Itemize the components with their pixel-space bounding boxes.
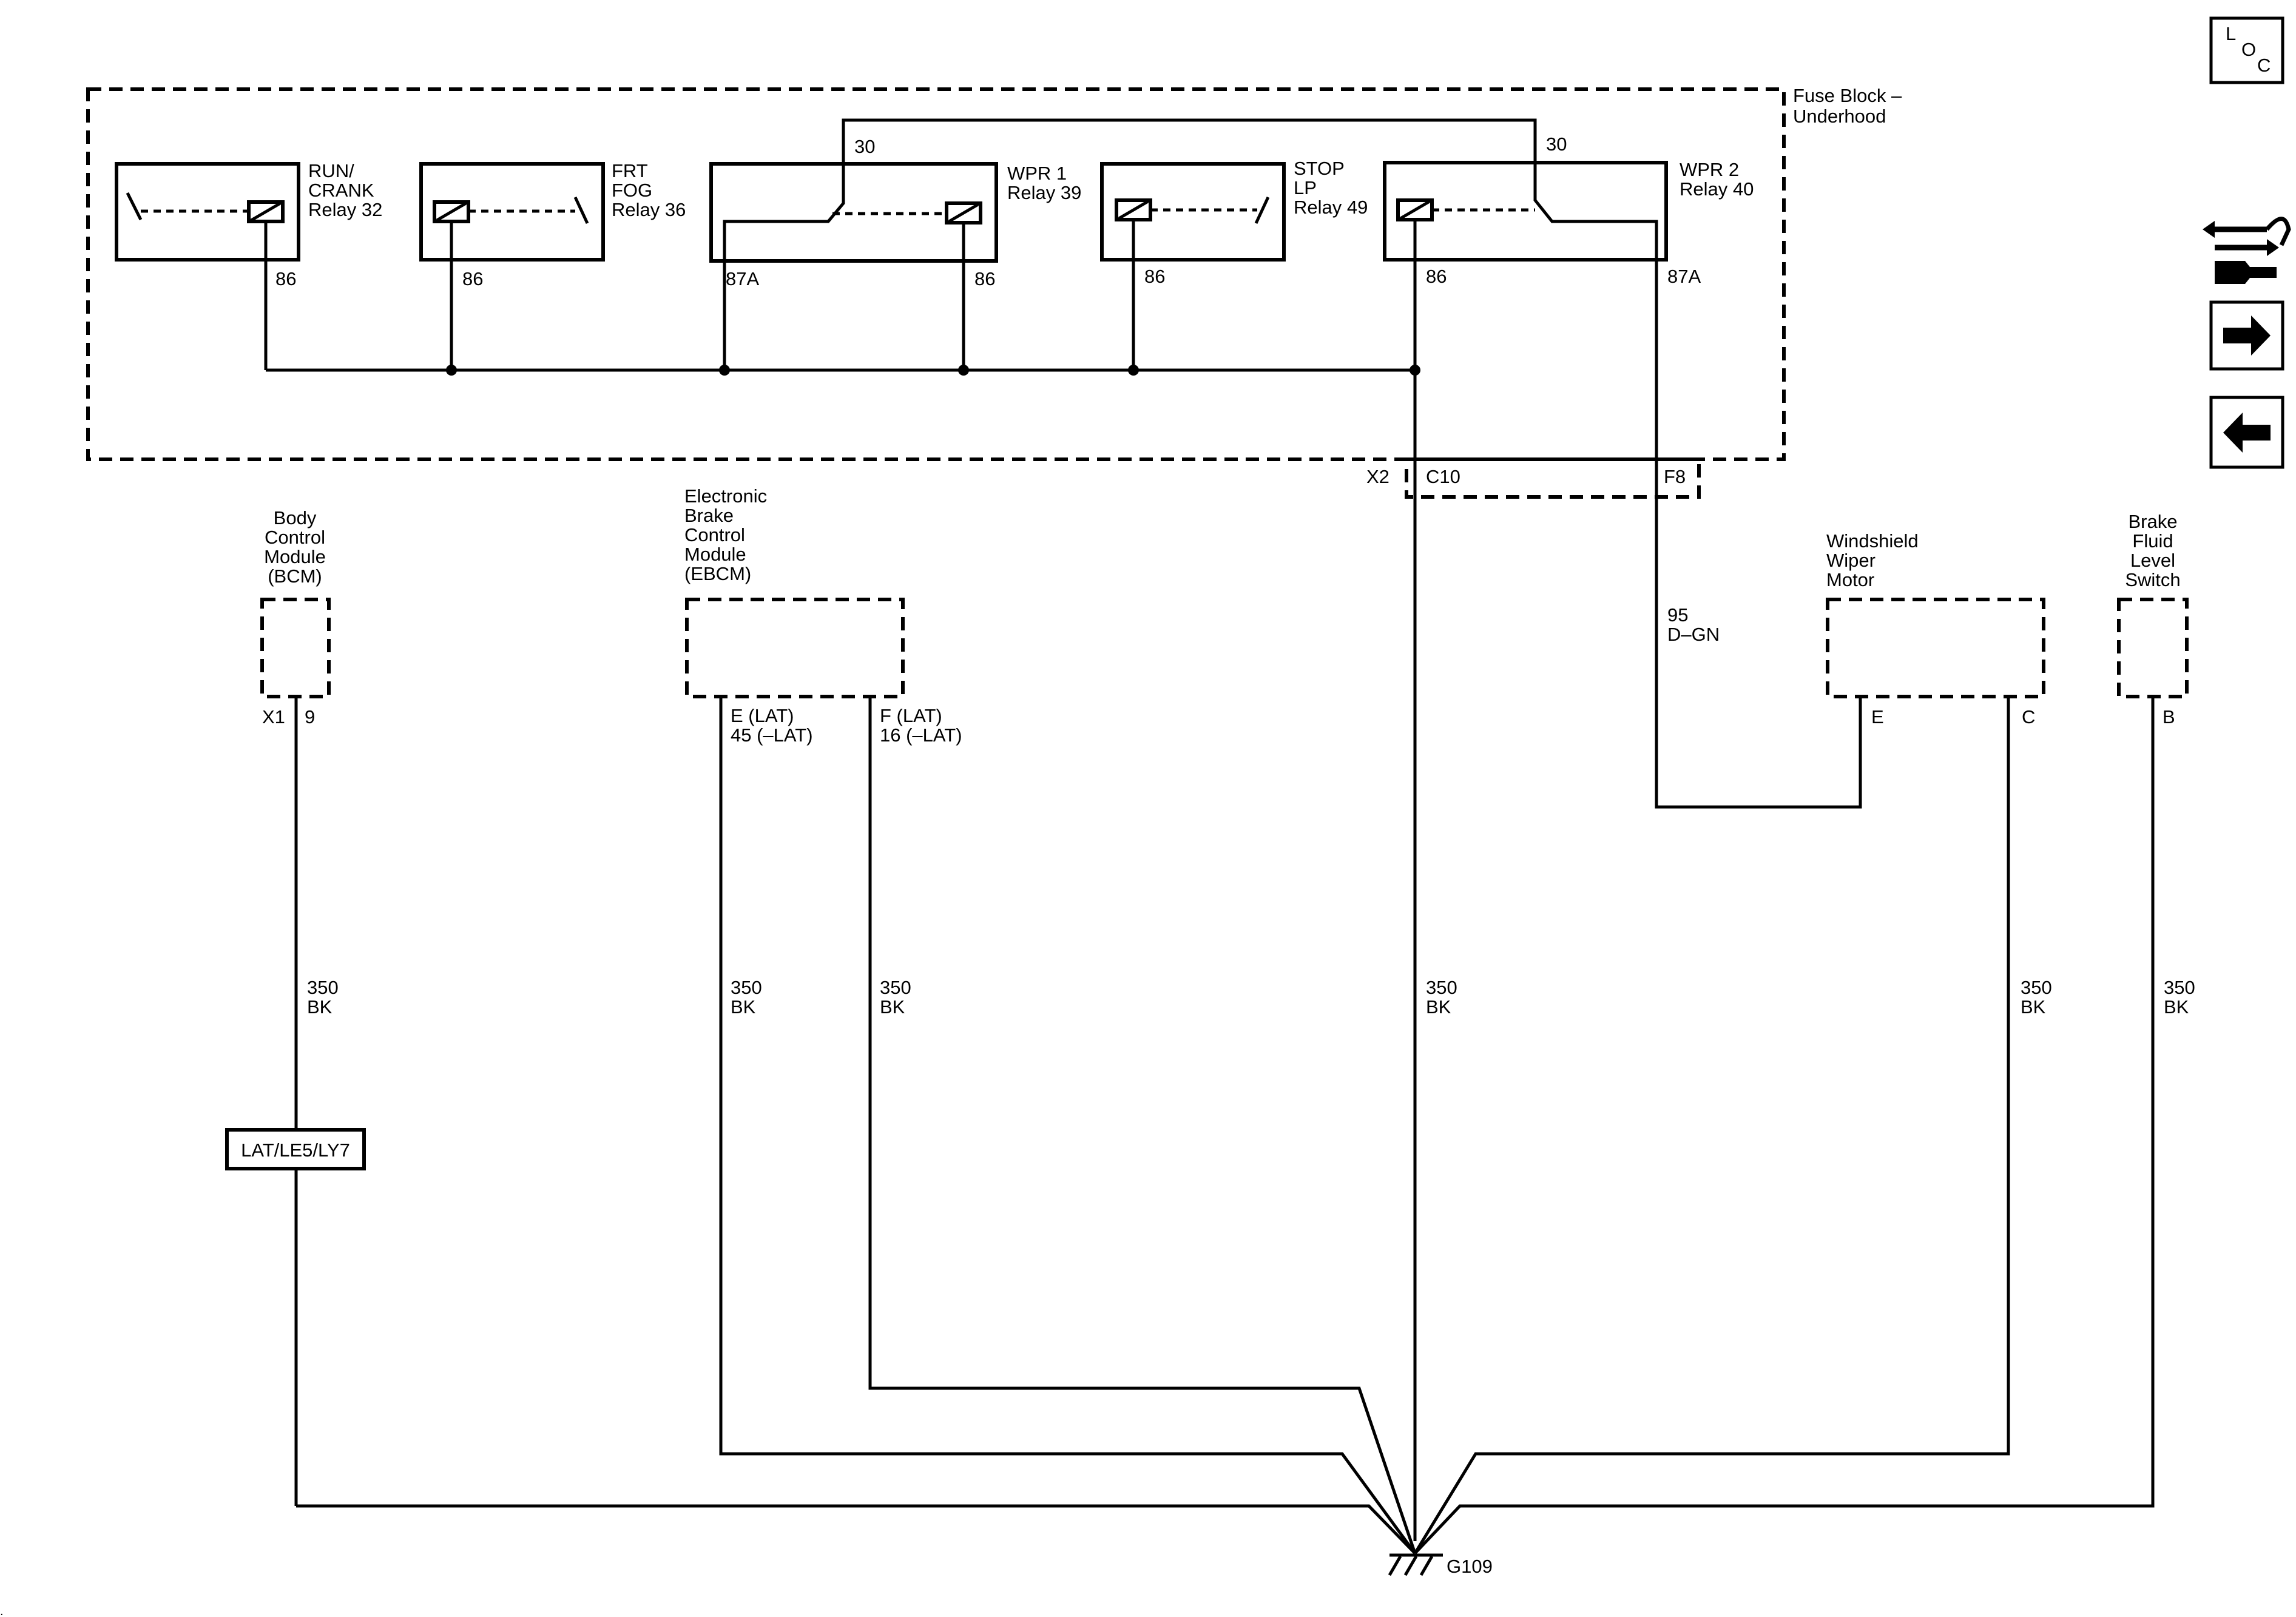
ebcm-f-wire-gauge: 350 — [880, 977, 911, 998]
bcm-ground-run — [296, 1504, 1416, 1555]
relay-wpr2 — [1383, 161, 1668, 262]
brake-fluid-label: Brake — [2129, 511, 2178, 532]
ebcm-pin-f: F (LAT) — [880, 705, 942, 726]
ebcm-label-2: Brake — [684, 505, 734, 526]
wiper-pin-c: C — [2022, 706, 2035, 727]
option-label: LAT/LE5/LY7 — [241, 1139, 350, 1161]
bcm-label-2: Control — [265, 527, 325, 548]
bcm-label: Body — [274, 507, 317, 528]
wpr1-pin-87a: 87A — [726, 268, 759, 289]
fuse-block-outline — [86, 87, 1786, 461]
frt-fog-label: FRT — [612, 160, 648, 181]
wiper-motor-label: Windshield — [1826, 530, 1919, 552]
wpr1-pin-86: 86 — [974, 268, 995, 289]
bcm-wire-color: BK — [307, 996, 333, 1018]
stop-lp-label: STOP — [1294, 158, 1345, 179]
wiper-motor-label-3: Motor — [1826, 569, 1874, 590]
brake-fluid-wire-gauge: 350 — [2164, 977, 2195, 998]
option-label-box — [225, 1128, 366, 1170]
frt-fog-label-3: Relay 36 — [612, 199, 686, 220]
relay-86-bus — [264, 260, 1420, 376]
frt-fog-label-2: FOG — [612, 180, 652, 201]
svg-text:O: O — [2241, 39, 2256, 60]
run-crank-pin-86: 86 — [275, 268, 296, 289]
wiper-control-wire — [1655, 260, 1862, 809]
stop-lp-pin-86: 86 — [1144, 266, 1165, 287]
ebcm-e-wire-gauge: 350 — [731, 977, 762, 998]
brake-fluid-label-2: Fluid — [2132, 530, 2173, 552]
wiper-wire-gauge: 95 — [1667, 604, 1688, 626]
svg-text:C: C — [2257, 55, 2271, 76]
bcm-connector: X1 — [262, 706, 285, 727]
ebcm-pin-e-alt: 45 (–LAT) — [731, 724, 813, 746]
fuse-block-label-2: Underhood — [1793, 106, 1886, 127]
fuse-block-label: Fuse Block – — [1793, 85, 1902, 106]
bcm-wire-gauge: 350 — [307, 977, 339, 998]
wpr2-pin-87a: 87A — [1667, 266, 1701, 287]
ebcm-f-wire-color: BK — [880, 996, 905, 1018]
wpr2-pin-86: 86 — [1426, 266, 1447, 287]
connector-c10-pin: C10 — [1426, 466, 1460, 487]
wiper-motor-label-2: Wiper — [1826, 550, 1876, 571]
relay-30-bus — [842, 118, 1537, 162]
main-wire-gauge: 350 — [1426, 977, 1457, 998]
corner-mark: . — [0, 1605, 4, 1617]
relay-wpr1 — [709, 162, 998, 263]
connector-x2-label: X2 — [1366, 466, 1389, 487]
ground-symbol — [1388, 1553, 1443, 1576]
ebcm-f-ground-wire — [868, 697, 1417, 1554]
brake-fluid-pin-b: B — [2163, 706, 2175, 727]
frt-fog-pin-86: 86 — [462, 268, 483, 289]
wiper-motor-module — [1826, 598, 2045, 698]
svg-text:L: L — [2226, 23, 2236, 44]
wiper-wire-color-bk: BK — [2021, 996, 2046, 1018]
wiper-pin-e: E — [1871, 706, 1884, 727]
bcm-label-3: Module — [264, 546, 326, 567]
ebcm-e-wire-color: BK — [731, 996, 756, 1018]
brake-fluid-switch — [2117, 598, 2189, 698]
relay-stop-lp — [1100, 162, 1286, 262]
arrow-left-icon[interactable] — [2209, 396, 2284, 469]
ebcm-pin-f-alt: 16 (–LAT) — [880, 724, 962, 746]
connector-f8-pin: F8 — [1664, 466, 1686, 487]
ebcm-label-4: Module — [684, 544, 746, 565]
ebcm-label-3: Control — [684, 524, 745, 545]
wpr2-pin-30: 30 — [1546, 133, 1567, 155]
brake-fluid-label-4: Switch — [2125, 569, 2180, 590]
wpr2-label-2: Relay 40 — [1680, 178, 1754, 200]
brake-fluid-label-3: Level — [2130, 550, 2175, 571]
relay-frt-fog — [419, 162, 605, 262]
stop-lp-label-3: Relay 49 — [1294, 197, 1368, 218]
bcm-module — [260, 598, 331, 698]
ebcm-label-5: (EBCM) — [684, 563, 751, 584]
connector-service-icon[interactable] — [2203, 217, 2291, 284]
bcm-label-4: (BCM) — [268, 565, 322, 587]
ebcm-label: Electronic — [684, 485, 767, 507]
arrow-right-icon[interactable] — [2209, 300, 2284, 371]
brake-fluid-ground-wire — [1414, 697, 2155, 1555]
bcm-pin: 9 — [305, 706, 315, 727]
wpr1-label-2: Relay 39 — [1007, 182, 1081, 203]
wiper-ground-wire — [1413, 697, 2010, 1555]
main-wire-color: BK — [1426, 996, 1451, 1018]
wpr1-label: WPR 1 — [1007, 163, 1067, 184]
brake-fluid-wire-color: BK — [2164, 996, 2189, 1018]
wpr1-pin-30: 30 — [854, 136, 875, 157]
run-crank-label: RUN/ — [308, 160, 354, 181]
run-crank-label-3: Relay 32 — [308, 199, 382, 220]
wpr2-label: WPR 2 — [1680, 159, 1739, 180]
ground-point-label: G109 — [1447, 1556, 1493, 1577]
stop-lp-label-2: LP — [1294, 177, 1317, 198]
wiper-wire-gauge-bk: 350 — [2021, 977, 2052, 998]
ebcm-e-ground-wire — [719, 697, 1417, 1555]
ebcm-module — [685, 598, 905, 698]
relay-run-crank — [115, 162, 300, 262]
ebcm-pin-e: E (LAT) — [731, 705, 794, 726]
run-crank-label-2: CRANK — [308, 180, 374, 201]
wiper-wire-color: D–GN — [1667, 624, 1720, 645]
loc-icon[interactable]: L O C — [2209, 16, 2284, 84]
connector-x2 — [1405, 457, 1701, 499]
